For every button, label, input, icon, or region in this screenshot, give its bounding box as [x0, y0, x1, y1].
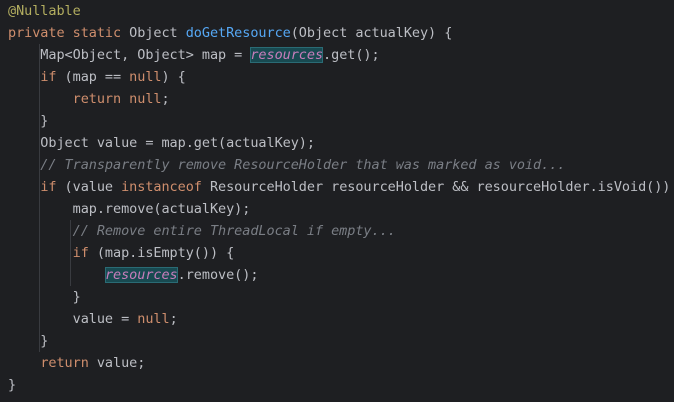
- code-line[interactable]: if (map == null) {: [8, 66, 186, 88]
- code-token: resources: [104, 267, 178, 283]
- code-token: }: [8, 333, 49, 349]
- code-token: (value: [64, 179, 122, 195]
- code-line[interactable]: private static Object doGetResource(Obje…: [8, 22, 452, 44]
- code-token: null: [137, 311, 170, 327]
- code-token: value =: [8, 311, 138, 327]
- indent-guide: [70, 220, 71, 286]
- code-line[interactable]: // Remove entire ThreadLocal if empty...: [8, 220, 396, 242]
- code-token: }: [8, 289, 81, 305]
- code-token: ;: [169, 311, 178, 327]
- code-token: [8, 267, 105, 283]
- code-token: if: [40, 69, 65, 85]
- code-line[interactable]: return value;: [8, 352, 145, 374]
- code-line[interactable]: map.remove(actualKey);: [8, 198, 251, 220]
- code-token: .get();: [323, 47, 380, 63]
- code-token: resources: [250, 47, 324, 63]
- code-line[interactable]: Object value = map.get(actualKey);: [8, 132, 315, 154]
- code-line[interactable]: return null;: [8, 88, 170, 110]
- code-token: ;: [161, 91, 170, 107]
- code-token: instanceof: [121, 179, 210, 195]
- code-token: [8, 91, 73, 107]
- code-token: }: [8, 113, 49, 129]
- code-token: ResourceHolder resourceHolder && resourc…: [209, 179, 674, 195]
- code-token: // Transparently remove ResourceHolder t…: [8, 157, 566, 173]
- code-token: doGetResource: [185, 25, 291, 41]
- code-token: if: [40, 179, 65, 195]
- code-token: map.remove(actualKey);: [8, 201, 251, 217]
- code-token: }: [8, 377, 17, 393]
- code-line[interactable]: Map<Object, Object> map = resources.get(…: [8, 44, 380, 66]
- code-token: value;: [96, 355, 146, 371]
- code-token: Object: [129, 25, 186, 41]
- code-token: [8, 69, 40, 85]
- code-line[interactable]: }: [8, 330, 48, 352]
- code-line[interactable]: }: [8, 286, 81, 308]
- code-token: Object value = map.get(actualKey);: [8, 135, 315, 151]
- code-token: [8, 355, 40, 371]
- code-token: (Object actualKey) {: [290, 25, 453, 41]
- code-token: if: [72, 245, 97, 261]
- code-line[interactable]: @Nullable: [8, 0, 81, 22]
- code-token: (map.isEmpty()) {: [96, 245, 235, 261]
- code-line[interactable]: // Transparently remove ResourceHolder t…: [8, 154, 565, 176]
- code-token: return null: [72, 91, 162, 107]
- code-token: [8, 179, 40, 195]
- code-token: .remove();: [177, 267, 259, 283]
- code-line[interactable]: resources.remove();: [8, 264, 258, 286]
- code-line[interactable]: }: [8, 374, 16, 396]
- code-token: // Remove entire ThreadLocal if empty...: [8, 223, 396, 239]
- code-token: ) {: [161, 69, 186, 85]
- code-token: null: [129, 69, 162, 85]
- code-token: private static: [8, 25, 130, 41]
- code-line[interactable]: value = null;: [8, 308, 178, 330]
- code-line[interactable]: }: [8, 110, 48, 132]
- code-token: Map<Object, Object> map =: [8, 47, 251, 63]
- code-token: [8, 245, 73, 261]
- code-line[interactable]: if (map.isEmpty()) {: [8, 242, 235, 264]
- code-token: @Nullable: [8, 3, 81, 19]
- code-line[interactable]: if (value instanceof ResourceHolder reso…: [8, 176, 674, 198]
- indent-guide: [39, 44, 40, 352]
- code-token: (map ==: [64, 69, 130, 85]
- code-token: return: [40, 355, 97, 371]
